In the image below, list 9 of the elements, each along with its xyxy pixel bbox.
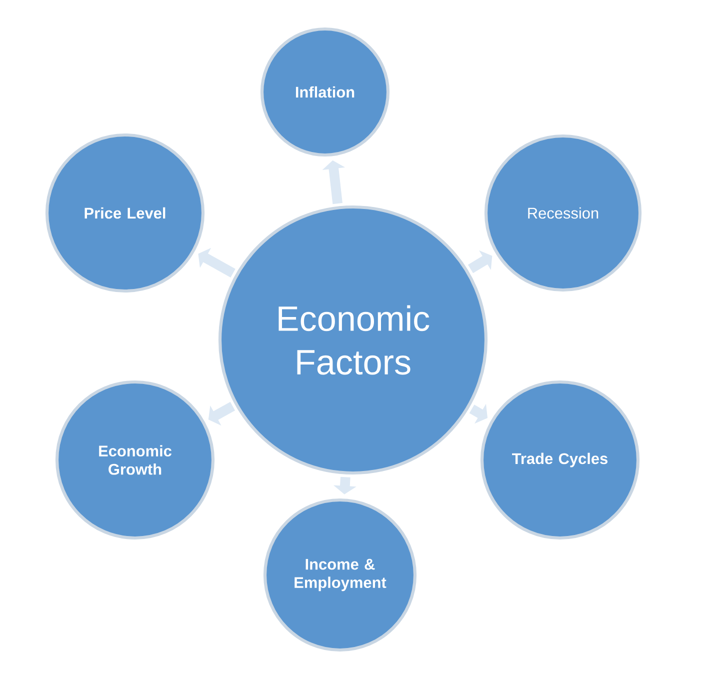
circle-node: Trade Cycles [480,380,640,540]
circle-node: Economic Growth [55,380,215,540]
circle-node: Income & Employment [263,498,417,652]
circle-node: Price Level [45,133,205,293]
circle-node: Economic Factors [218,205,488,475]
block-arrow [208,402,236,426]
block-arrow [468,250,492,274]
circle-node: Recession [484,134,642,292]
circle-node: Inflation [260,27,390,157]
